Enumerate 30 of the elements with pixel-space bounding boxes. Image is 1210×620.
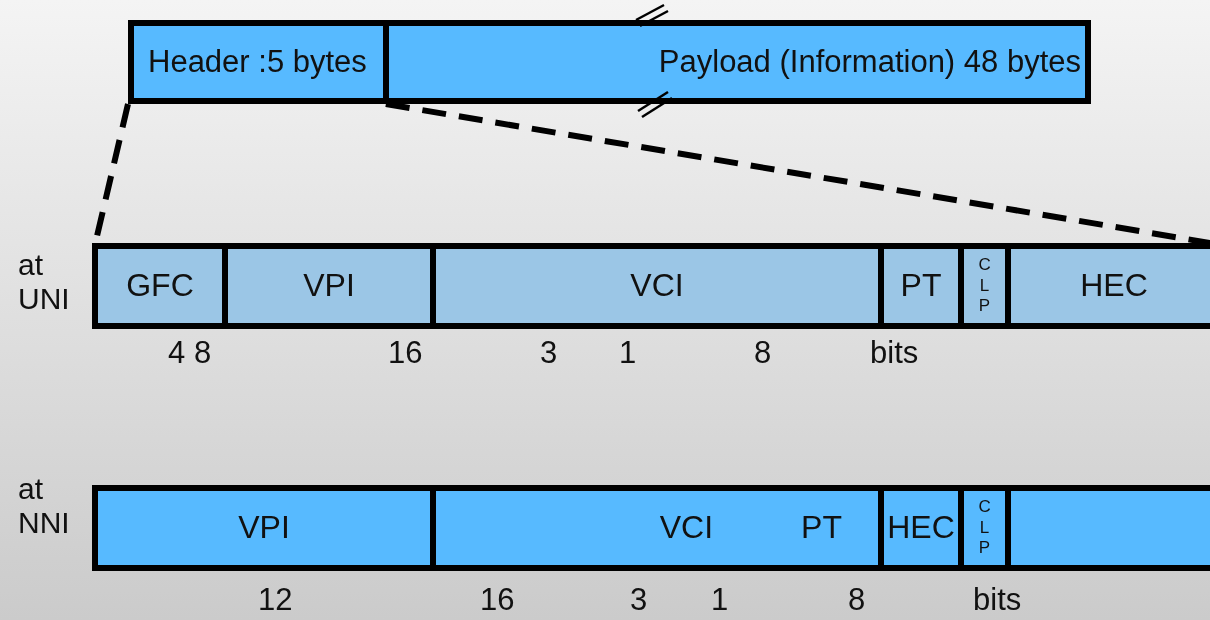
field-label: VPI bbox=[303, 268, 355, 304]
field-label: Header :5 bytes bbox=[148, 44, 367, 80]
bit-count: bits bbox=[870, 336, 919, 371]
field-row bbox=[92, 243, 1210, 329]
bit-count: 8 bbox=[848, 583, 866, 618]
field-label: CLP bbox=[978, 497, 991, 559]
field-label: CLP bbox=[978, 255, 991, 317]
bit-count: 12 bbox=[258, 583, 293, 618]
field-label: PT bbox=[801, 510, 842, 546]
field-label: GFC bbox=[126, 268, 194, 304]
field-label: VCI bbox=[630, 268, 684, 304]
bit-count: 1 bbox=[711, 583, 729, 618]
field-row bbox=[92, 485, 1210, 571]
bit-count: 1 bbox=[619, 336, 637, 371]
field-label: HEC bbox=[1080, 268, 1148, 304]
bit-count: 16 bbox=[388, 336, 423, 371]
field-label: VPI bbox=[238, 510, 290, 546]
bit-count: 8 bbox=[194, 336, 212, 371]
bit-count: bits bbox=[973, 583, 1022, 618]
field-label: VCI bbox=[659, 510, 714, 546]
field-label: Payload (Information) 48 bytes bbox=[658, 44, 1081, 80]
bit-count: 3 bbox=[540, 336, 558, 371]
bit-count: 16 bbox=[480, 583, 515, 618]
bit-count: 3 bbox=[630, 583, 648, 618]
bit-count: 4 bbox=[168, 336, 186, 371]
interface-label: at UNI bbox=[18, 248, 71, 316]
bit-count: 8 bbox=[754, 336, 772, 371]
interface-label: at NNI bbox=[18, 472, 71, 540]
field-label: HEC bbox=[887, 510, 955, 546]
field-label: PT bbox=[900, 268, 942, 304]
